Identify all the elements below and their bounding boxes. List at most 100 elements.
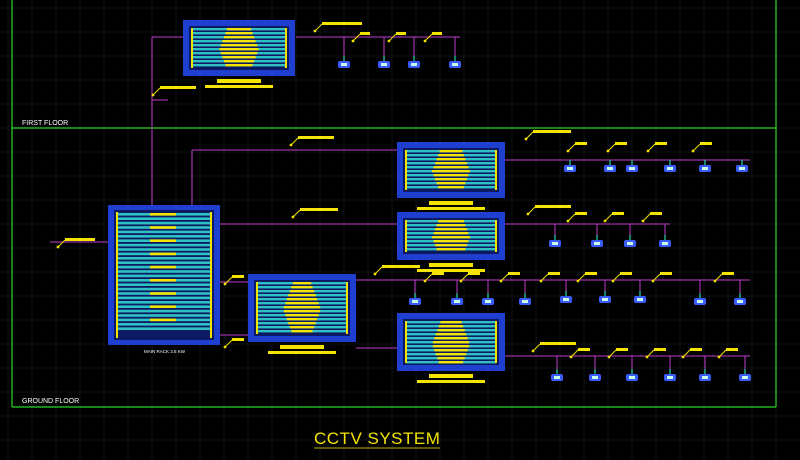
panel-highlight xyxy=(433,232,469,235)
rack-unit xyxy=(118,243,210,247)
cctv-camera-icon xyxy=(599,291,611,303)
tag-label-icon xyxy=(539,272,560,283)
camera-lens xyxy=(739,167,745,170)
tag-dot xyxy=(681,355,685,359)
main-rack xyxy=(108,205,220,345)
panel-side-bar xyxy=(191,28,193,68)
tag-leader xyxy=(460,273,469,282)
camera-lens xyxy=(667,376,673,379)
panel-highlight xyxy=(283,306,321,309)
tag-leader xyxy=(290,137,299,146)
panel-highlight xyxy=(436,182,466,185)
camera-lens xyxy=(629,167,635,170)
tag-bar xyxy=(650,212,662,215)
tag-label-icon xyxy=(569,348,590,359)
panel-caption-bar xyxy=(205,85,273,88)
camera-lens xyxy=(567,167,573,170)
panel-side-bar xyxy=(495,150,497,190)
tag-leader xyxy=(424,33,433,42)
panel-highlight xyxy=(435,162,467,165)
panel-highlight xyxy=(432,345,470,348)
tag-dot xyxy=(539,279,543,283)
tag-dot xyxy=(499,279,503,283)
panel-side-bar xyxy=(405,220,407,252)
tag-dot xyxy=(223,282,227,286)
panel-highlight xyxy=(226,28,252,31)
cctv-camera-icon xyxy=(549,235,561,247)
tag-leader xyxy=(424,273,433,282)
camera-lens xyxy=(594,242,600,245)
tag-bar xyxy=(690,348,702,351)
camera-lens xyxy=(607,167,613,170)
tag-dot xyxy=(691,149,695,153)
tag-bar xyxy=(660,272,672,275)
camera-lens xyxy=(485,300,491,303)
panel-caption-bar xyxy=(217,79,261,83)
panel-highlight xyxy=(288,294,316,297)
panel-highlight xyxy=(220,52,258,55)
cctv-camera-icon xyxy=(626,369,638,381)
rack-unit xyxy=(118,287,210,291)
tag-label-icon xyxy=(611,272,632,283)
tag-dot xyxy=(576,279,580,283)
tag-leader xyxy=(57,239,66,248)
panel-highlight xyxy=(434,349,468,352)
panel-highlight xyxy=(222,56,256,59)
cctv-camera-icon xyxy=(449,56,461,68)
cctv-camera-icon xyxy=(564,160,576,172)
tag-bar xyxy=(160,86,196,89)
camera-lens xyxy=(341,63,347,66)
tag-label-icon xyxy=(151,86,196,97)
tag-dot xyxy=(713,279,717,283)
tag-leader xyxy=(567,143,576,152)
cctv-camera-icon xyxy=(519,293,531,305)
tag-leader xyxy=(646,349,655,358)
camera-lens xyxy=(411,63,417,66)
rack-unit xyxy=(118,235,210,238)
cctv-camera-icon xyxy=(694,293,706,305)
rack-unit xyxy=(118,301,210,304)
tag-leader xyxy=(608,349,617,358)
tag-leader xyxy=(540,273,549,282)
tag-bar xyxy=(654,348,666,351)
tag-label-icon xyxy=(681,348,702,359)
tag-dot xyxy=(566,219,570,223)
tag-leader xyxy=(388,33,397,42)
panel-highlight xyxy=(435,333,467,336)
tag-leader xyxy=(692,143,701,152)
tag-dot xyxy=(646,149,650,153)
panel-highlight xyxy=(433,174,469,177)
rack-unit-highlight xyxy=(150,265,176,269)
ground-nvr-panel-1 xyxy=(397,142,505,210)
rack-unit xyxy=(118,217,210,220)
panel-side-bar xyxy=(405,321,407,363)
tag-bar xyxy=(575,142,587,145)
tag-dot xyxy=(423,279,427,283)
tag-bar xyxy=(360,32,370,35)
tag-leader xyxy=(604,213,613,222)
tag-dot xyxy=(566,149,570,153)
panel-highlight xyxy=(439,150,463,153)
tag-bar xyxy=(726,348,738,351)
tag-label-icon xyxy=(291,208,338,219)
camera-lens xyxy=(602,298,608,301)
tag-dot xyxy=(603,219,607,223)
rack-unit-highlight xyxy=(150,292,176,295)
rack-side-bar xyxy=(116,212,118,338)
camera-lens xyxy=(592,376,598,379)
camera-lens xyxy=(629,376,635,379)
rack-unit-highlight xyxy=(150,252,176,256)
panel-highlight xyxy=(435,244,467,247)
panel-highlight xyxy=(289,326,315,329)
cctv-camera-icon xyxy=(699,369,711,381)
rack-unit xyxy=(118,261,210,264)
tag-dot xyxy=(56,245,60,249)
camera-lens xyxy=(627,242,633,245)
cctv-camera-icon xyxy=(664,369,676,381)
cctv-camera-icon xyxy=(591,235,603,247)
camera-lens xyxy=(522,300,528,303)
tag-bar xyxy=(655,142,667,145)
tag-label-icon xyxy=(423,32,442,43)
panel-highlight xyxy=(436,158,466,161)
tag-label-icon xyxy=(223,338,244,349)
